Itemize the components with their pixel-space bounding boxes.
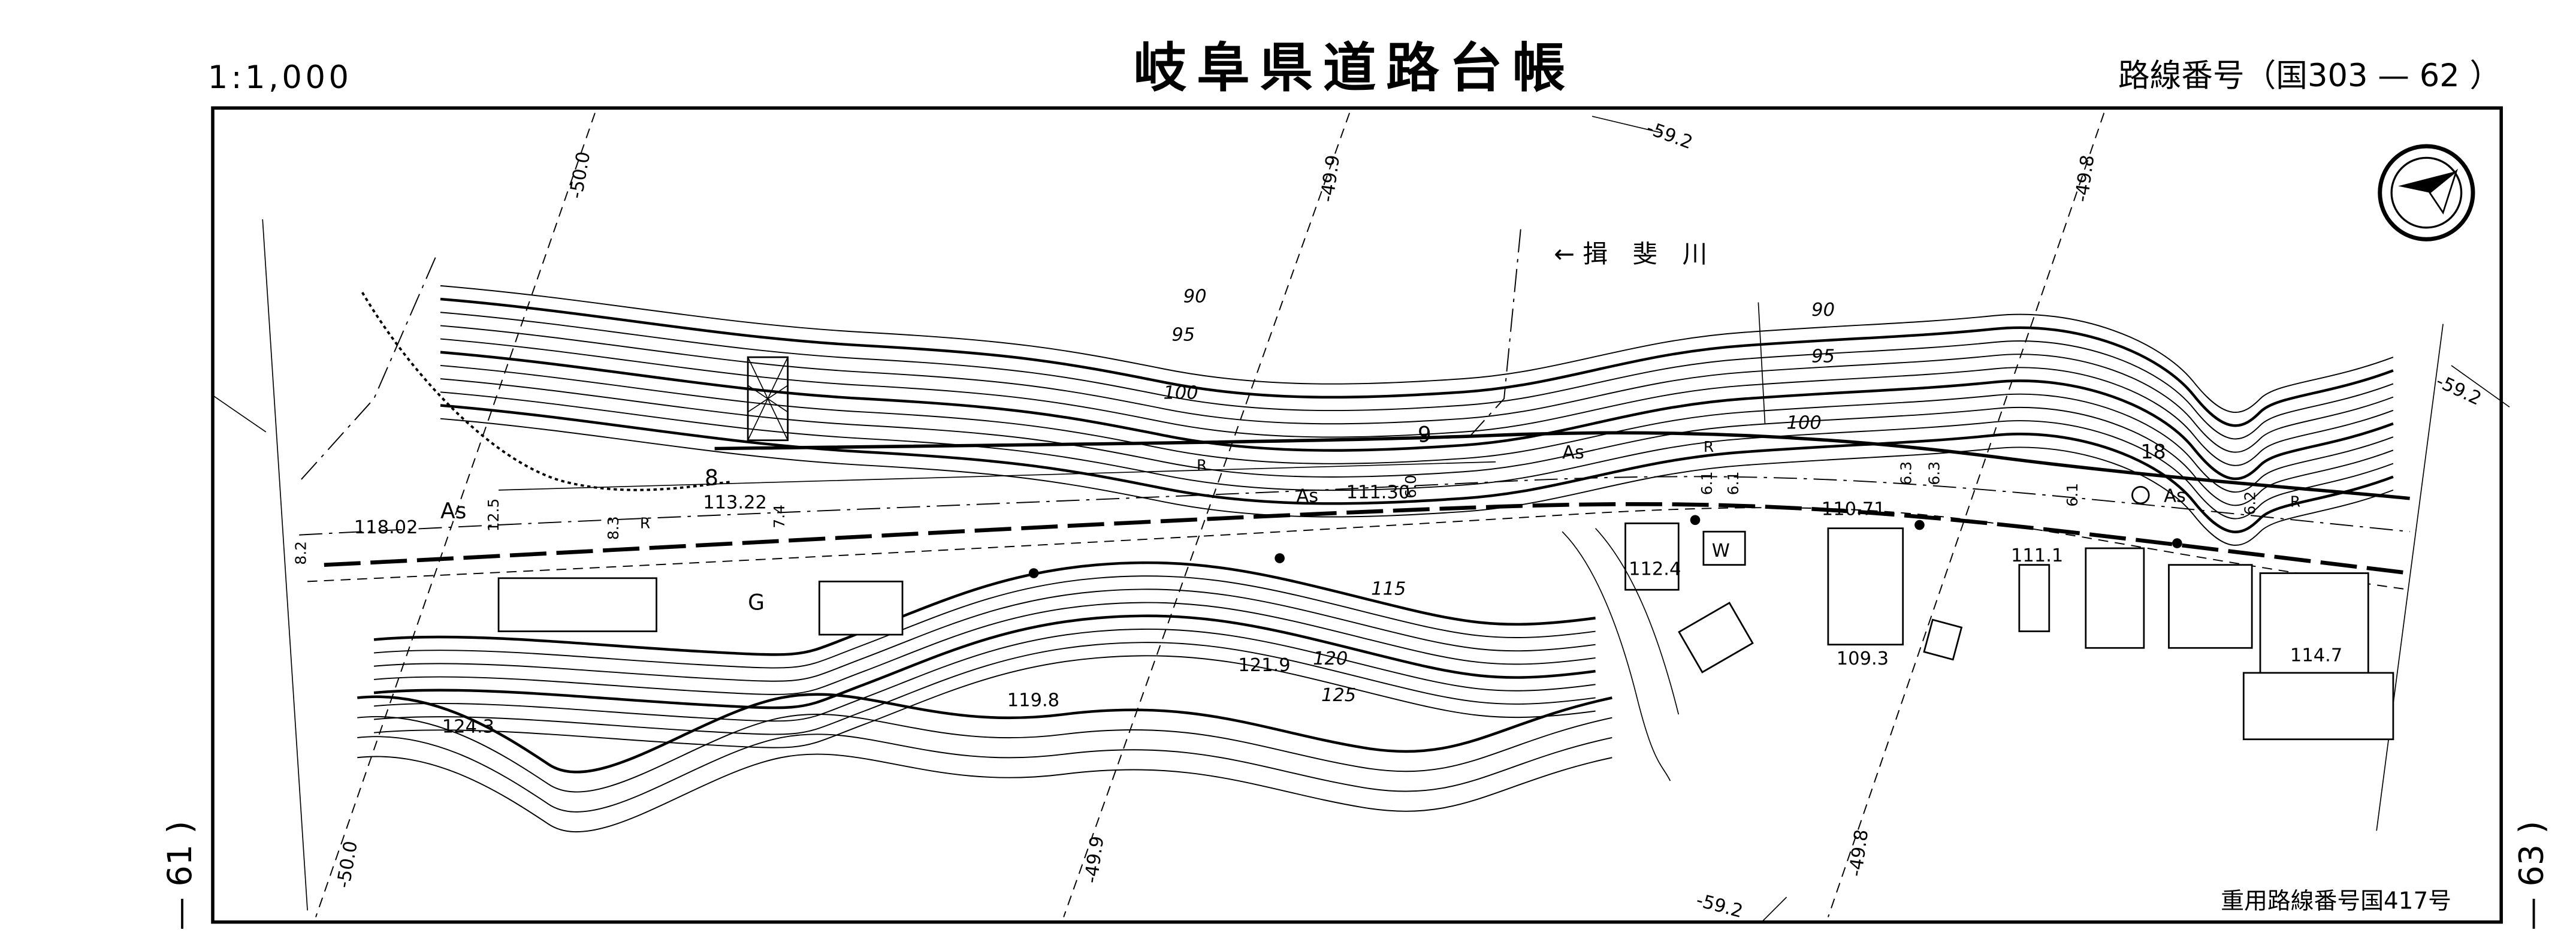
survey-boundary bbox=[212, 219, 2444, 911]
width-label: 6.3 bbox=[1898, 461, 1915, 485]
curb-label: R bbox=[640, 515, 650, 532]
station-label: 9 bbox=[1418, 422, 1432, 447]
structure bbox=[497, 577, 657, 632]
elevation-label: 113.22 bbox=[703, 492, 767, 513]
station-label: 18 bbox=[2140, 440, 2166, 463]
width-label: 7.4 bbox=[771, 505, 788, 529]
contour-label: 125 bbox=[1321, 685, 1356, 706]
north-arrow-icon bbox=[2378, 144, 2475, 241]
width-label: 6.1 bbox=[1725, 472, 1742, 496]
elevation-label: 124.3 bbox=[442, 717, 494, 738]
slope-embankment bbox=[361, 291, 732, 491]
elevation-label: 110.71 bbox=[1822, 499, 1886, 520]
curb-label: R bbox=[1704, 438, 1714, 455]
elevation-label: 109.3 bbox=[1837, 648, 1889, 669]
surface-label: As bbox=[440, 499, 466, 524]
contour-label: 90 bbox=[1811, 300, 1835, 321]
width-label: 6.1 bbox=[1698, 472, 1716, 496]
structure bbox=[818, 580, 904, 636]
width-label: 12.5 bbox=[485, 499, 502, 532]
right-sheet-marker: — 63 ) bbox=[2513, 821, 2551, 931]
surface-label: As bbox=[1562, 442, 1584, 463]
grid-label-bottom-1: -50.0 bbox=[333, 840, 362, 890]
grid-label-bottom-3: -49.8 bbox=[1846, 828, 1873, 878]
route-number: 路線番号（国303 — 62 ） bbox=[2118, 58, 2501, 94]
area-label-water: W bbox=[1712, 541, 1730, 561]
curb-label: R bbox=[2290, 493, 2300, 511]
contour-label: 120 bbox=[1313, 648, 1348, 669]
elevation-label: 121.9 bbox=[1238, 655, 1290, 676]
grid-label-top-4: -59.2 bbox=[1644, 117, 1695, 153]
grid-label-bottom-2: -49.9 bbox=[1081, 835, 1109, 884]
surface-label: As bbox=[2164, 485, 2186, 506]
contour-label: 95 bbox=[1811, 346, 1835, 367]
contour-label: 100 bbox=[1163, 382, 1198, 403]
width-label: 6.2 bbox=[2242, 491, 2259, 515]
station-label: 8 bbox=[705, 466, 718, 491]
buildings bbox=[1562, 522, 2394, 781]
elevation-label: 118.02 bbox=[354, 517, 418, 538]
grid-label-top-1: -50.0 bbox=[566, 150, 594, 200]
utility-poles bbox=[1028, 485, 2182, 578]
surface-label: As bbox=[1296, 485, 1318, 506]
contours-upper bbox=[440, 285, 2393, 547]
grid-label-right: -59.2 bbox=[2433, 371, 2484, 410]
width-label: 8.3 bbox=[605, 516, 622, 540]
width-label: 6.3 bbox=[1926, 461, 1943, 485]
elevation-label: 112.4 bbox=[1629, 558, 1681, 579]
contour-label: 100 bbox=[1787, 412, 1822, 433]
contour-label: 115 bbox=[1371, 579, 1406, 600]
elevation-label: 111.1 bbox=[2011, 545, 2063, 566]
retaining-net bbox=[747, 356, 789, 442]
grid-label-top-2: -49.9 bbox=[1317, 153, 1345, 203]
elevation-label: 119.8 bbox=[1007, 690, 1059, 711]
curb-label: R bbox=[1197, 457, 1207, 474]
elevation-label: 111.30 bbox=[1346, 482, 1411, 503]
width-label: 6.0 bbox=[1402, 475, 1420, 499]
river-label: ← 揖 斐 川 bbox=[1554, 239, 1707, 268]
map-frame bbox=[211, 106, 2503, 924]
scale-label: 1:1,000 bbox=[208, 59, 352, 96]
width-label: 8.2 bbox=[292, 541, 309, 565]
contour-label: 95 bbox=[1171, 324, 1195, 345]
elevation-label: 114.7 bbox=[2290, 645, 2342, 666]
width-label: 6.1 bbox=[2064, 483, 2081, 507]
grid-label-top-3: -49.8 bbox=[2071, 153, 2099, 203]
area-label-ground: G bbox=[748, 591, 765, 615]
grid-label-bottom-4: -59.2 bbox=[1694, 890, 1745, 922]
sheet-title: 岐阜県道路台帳 bbox=[1134, 37, 1576, 99]
left-sheet-marker: — 61 ) bbox=[161, 821, 200, 931]
contour-label: 90 bbox=[1183, 286, 1207, 307]
overlap-route-number: 重用路線番号国417号 bbox=[2221, 888, 2451, 915]
grid-lines bbox=[315, 113, 2510, 923]
